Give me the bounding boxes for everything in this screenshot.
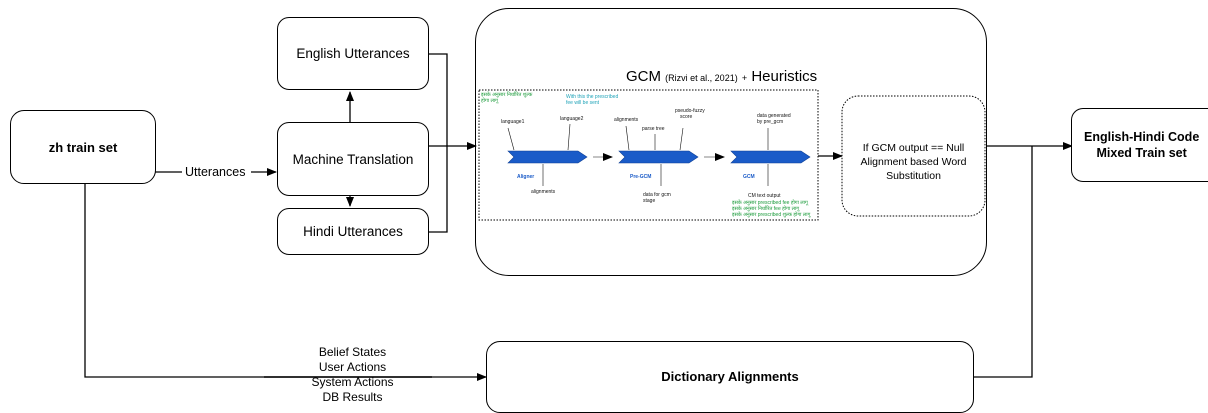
pipeline-dotted-box	[478, 89, 819, 221]
edge-dictionary-to-merge	[973, 146, 1033, 378]
gcm-title-main: GCM	[626, 68, 661, 85]
gcm-title-heuristics: Heuristics	[751, 68, 818, 85]
edge-hindi-to-gcm	[429, 146, 448, 233]
pregcm-output: data for gcm stage	[643, 192, 671, 204]
dictionary-alignments-node: Dictionary Alignments	[486, 341, 974, 413]
stage-label-gcm: GCM	[743, 174, 755, 180]
dictionary-alignments-label: Dictionary Alignments	[661, 368, 799, 384]
english-utterances-label: English Utterances	[296, 46, 410, 61]
tick-aligner-in1	[507, 127, 515, 151]
gcm-input: data generated by pre_gcm	[757, 113, 791, 125]
machine-translation-label: Machine Translation	[292, 151, 414, 167]
tick-aligner-in2	[567, 123, 571, 151]
stage-label-aligner: Aligner	[517, 174, 535, 180]
output-line-2: Mixed Train set	[1096, 146, 1187, 160]
gcm-output-samples: इसके अनुसार prescribed fee होगा लागू इसक…	[732, 200, 811, 218]
zh-train-set-node: zh train set	[10, 110, 156, 184]
hindi-utterances-node: Hindi Utterances	[277, 208, 429, 255]
gcm-title-plus: +	[741, 73, 748, 83]
gcm-container	[475, 8, 987, 276]
bottom-edge-labels: Belief States User Actions System Action…	[290, 345, 415, 405]
machine-translation-node: Machine Translation	[277, 122, 429, 196]
stage-aligner-arrow	[507, 150, 588, 164]
stage-label-pregcm: Pre-GCM	[630, 174, 652, 180]
gcm-null-text: If GCM output == Null Alignment based Wo…	[842, 141, 985, 183]
english-utterances-node: English Utterances	[277, 17, 429, 90]
aligner-input-1: language1	[501, 119, 525, 125]
pregcm-input-2: parse tree	[642, 126, 665, 132]
tick-pregcm-in3	[679, 127, 684, 151]
gcm-output: CM text output	[748, 193, 781, 199]
tick-pregcm-in1	[625, 125, 630, 151]
pregcm-input-1: alignments	[614, 117, 639, 123]
db-results-label: DB Results	[322, 390, 383, 404]
gcm-null-line-1: If GCM output == Null	[862, 142, 965, 154]
edge-english-to-gcm	[429, 53, 448, 146]
system-actions-label: System Actions	[311, 375, 394, 389]
stage-pregcm-arrow	[618, 150, 699, 164]
gcm-null-line-3: Substitution	[886, 170, 941, 182]
gcm-title-citation: (Rizvi et al., 2021)	[665, 73, 738, 83]
gcm-title: GCM (Rizvi et al., 2021) + Heuristics	[626, 68, 817, 85]
gcm-null-line-2: Alignment based Word	[860, 156, 967, 168]
aligner-output: alignments	[531, 189, 556, 195]
output-node: English-Hindi Code Mixed Train set	[1071, 108, 1208, 182]
belief-states-label: Belief States	[318, 345, 387, 359]
zh-train-set-label: zh train set	[48, 139, 118, 155]
utterances-edge-label: Utterances	[184, 165, 247, 179]
user-actions-label: User Actions	[318, 360, 387, 374]
stage-gcm-arrow	[730, 150, 811, 164]
aligner-input-2: language2	[560, 116, 584, 122]
cyan-english-sample: With this the prescribed fee will be sen…	[566, 94, 619, 106]
output-line-1: English-Hindi Code	[1084, 130, 1200, 144]
pregcm-input-3: pseudo-fuzzy score	[675, 108, 705, 120]
green-hindi-sample: इसके अनुसार निर्धारित शुल्क होगा लागू	[481, 92, 533, 104]
hindi-utterances-label: Hindi Utterances	[303, 224, 403, 239]
null-dotted-box	[841, 95, 986, 217]
